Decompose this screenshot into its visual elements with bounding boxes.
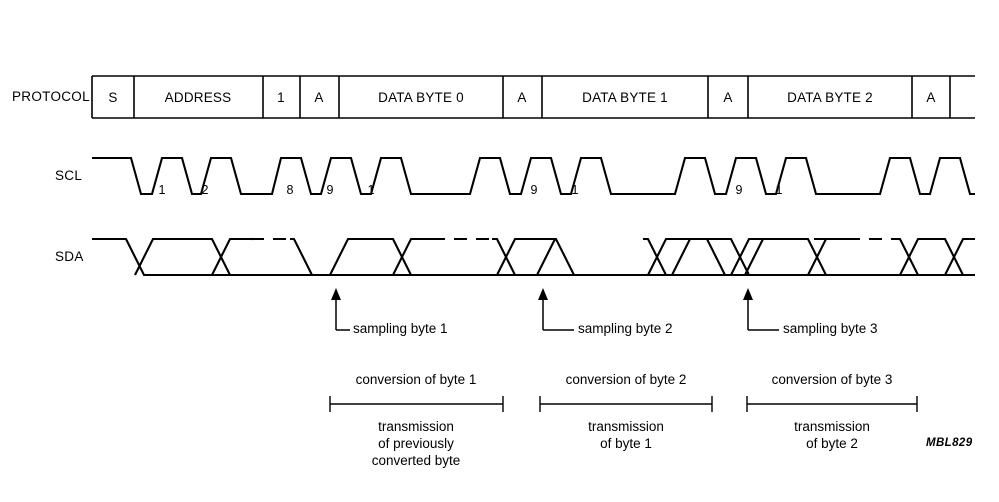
protocol-cell-rw-bit: 1: [277, 90, 285, 105]
protocol-row-label: PROTOCOL: [12, 89, 90, 104]
scl-digit-7: 1: [571, 183, 579, 197]
conversion-span-bar-3: [746, 396, 918, 412]
sampling-arrow-1: [331, 288, 350, 331]
transmission-line: of previously: [378, 435, 454, 451]
scl-digit-2: 2: [201, 183, 209, 197]
scl-digit-5: 1: [367, 183, 375, 197]
sda-waveform: [92, 237, 975, 277]
transmission-line: of byte 2: [806, 435, 858, 451]
sampling-label-2: sampling byte 2: [578, 321, 673, 336]
scl-digit-6: 9: [530, 183, 538, 197]
protocol-cell-address: ADDRESS: [164, 90, 232, 105]
conversion-title-3: conversion of byte 3: [771, 372, 893, 387]
protocol-cell-data-byte-1: DATA BYTE 1: [582, 90, 668, 105]
transmission-line: transmission: [588, 419, 664, 434]
protocol-cell-ack-0: A: [314, 90, 324, 105]
protocol-cell-ack-3: A: [926, 90, 936, 105]
transmission-line: transmission: [794, 419, 870, 434]
transmission-line: transmission: [378, 419, 454, 434]
protocol-table-grid: [91, 75, 975, 119]
conversion-title-2: conversion of byte 2: [565, 372, 687, 387]
scl-row-label: SCL: [55, 168, 83, 183]
conversion-span-bar-2: [539, 396, 713, 412]
scl-digit-1: 1: [158, 183, 166, 197]
protocol-cell-data-byte-2: DATA BYTE 2: [787, 90, 873, 105]
protocol-cell-ack-2: A: [723, 90, 733, 105]
scl-waveform: [92, 156, 975, 196]
transmission-block-1: transmission of previously converted byt…: [372, 419, 461, 470]
scl-digit-3: 8: [286, 183, 294, 197]
transmission-block-3: transmission of byte 2: [794, 419, 870, 453]
transmission-line: converted byte: [371, 452, 461, 468]
protocol-cell-ack-1: A: [517, 90, 527, 105]
sampling-label-3: sampling byte 3: [783, 321, 878, 336]
transmission-block-2: transmission of byte 1: [588, 419, 664, 453]
sda-row-label: SDA: [55, 249, 84, 264]
protocol-cell-data-byte-0: DATA BYTE 0: [378, 90, 464, 105]
protocol-cell-start: S: [108, 90, 118, 105]
figure-id-label: MBL829: [926, 437, 973, 449]
conversion-title-1: conversion of byte 1: [355, 372, 477, 387]
conversion-span-bar-1: [329, 396, 504, 412]
scl-digit-9: 1: [775, 183, 783, 197]
transmission-line: of byte 1: [600, 435, 652, 451]
sampling-label-1: sampling byte 1: [353, 321, 448, 336]
scl-digit-4: 9: [326, 183, 334, 197]
sampling-arrow-3: [743, 288, 779, 331]
scl-digit-8: 9: [735, 183, 743, 197]
sampling-arrow-2: [538, 288, 574, 331]
